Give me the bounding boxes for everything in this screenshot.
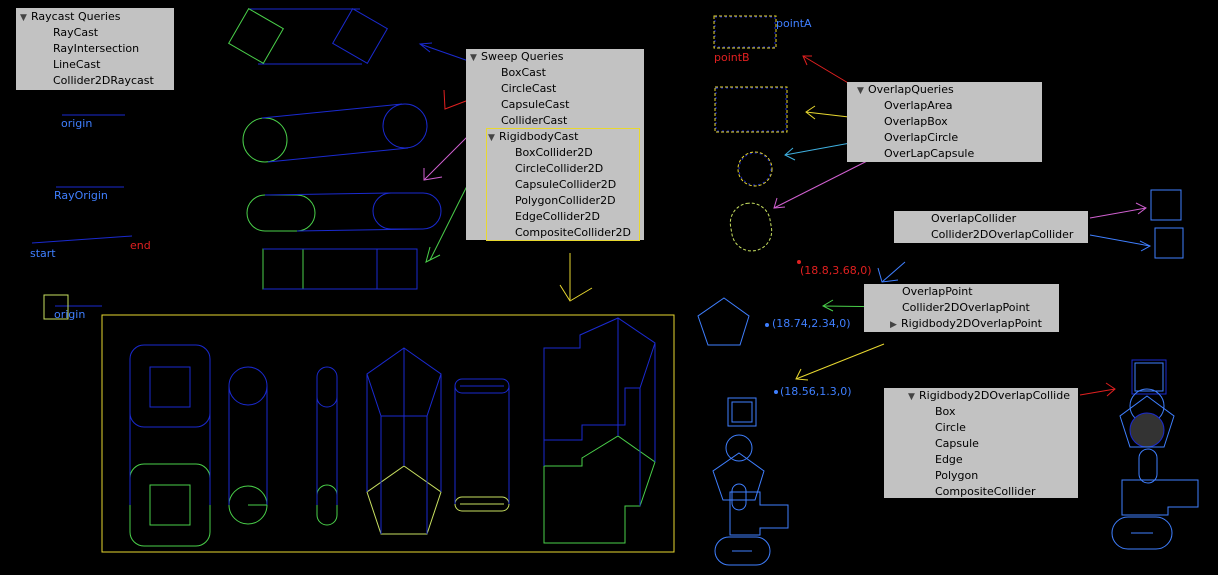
overlap-item[interactable]: OverlapBox: [884, 115, 948, 128]
point-a-label: pointA: [776, 17, 812, 30]
rb-overlap-collide-title: Rigidbody2DOverlapCollide: [919, 389, 1070, 402]
overlap-item[interactable]: OverlapArea: [884, 99, 953, 112]
rigidbodycast-highlight: [486, 128, 640, 241]
rigidbodycast-item[interactable]: PolygonCollider2D: [515, 194, 616, 207]
rb-overlap-right-shapes: [1111, 359, 1199, 550]
down-arrow-yellow: [559, 253, 593, 302]
overlap-collider-panel: OverlapCollider Collider2DOverlapCollide…: [894, 211, 1088, 243]
raycast-lines: [31, 114, 133, 320]
rb-overlap-point-label: Rigidbody2DOverlapPoint: [901, 317, 1042, 330]
ray-origin-label: RayOrigin: [54, 189, 108, 202]
rb-overlap-item[interactable]: Box: [935, 405, 956, 418]
end-label: end: [130, 239, 151, 252]
rigidbodycast-item[interactable]: CapsuleCollider2D: [515, 178, 617, 191]
expand-triangle-icon: ▼: [470, 53, 477, 63]
overlap-point-item[interactable]: OverlapPoint: [902, 285, 973, 298]
expand-triangle-icon: ▼: [20, 13, 27, 23]
rb-overlap-item[interactable]: Capsule: [935, 437, 979, 450]
raycast-item[interactable]: LineCast: [53, 58, 101, 71]
overlap-area-shapes: [713, 15, 788, 252]
overlap-collider-item[interactable]: Collider2DOverlapCollider: [931, 228, 1074, 241]
overlap-queries-title: OverlapQueries: [868, 83, 954, 96]
boxcast-shapes: [227, 7, 389, 65]
overlap-item[interactable]: OverLapCapsule: [884, 147, 975, 160]
sweep-queries-panel: ▼ Sweep Queries BoxCast CircleCast Capsul…: [466, 49, 644, 240]
coord-label-2: (18.74,2.34,0): [772, 317, 851, 330]
expand-triangle-icon: ▼: [488, 133, 495, 143]
rb-overlap-left-shapes: [712, 397, 789, 566]
origin-label: origin: [61, 117, 93, 130]
rb-overlap-collide-header[interactable]: ▼ Rigidbody2DOverlapCollide: [884, 388, 1078, 404]
overlap-collider-item[interactable]: OverlapCollider: [931, 212, 1017, 225]
collapsed-triangle-icon: ▶: [890, 320, 897, 330]
rigidbodycast-item[interactable]: CircleCollider2D: [515, 162, 604, 175]
circlecast-shapes: [242, 103, 428, 163]
rigidbodycast-frame: [101, 314, 675, 553]
rigidbodycast-item[interactable]: BoxCollider2D: [515, 146, 593, 159]
raycast-queries-title: Raycast Queries: [31, 10, 121, 23]
overlap-point-item[interactable]: Collider2DOverlapPoint: [902, 301, 1030, 314]
rigidbodycast-shapes: [129, 317, 656, 547]
overlap-item[interactable]: OverlapCircle: [884, 131, 959, 144]
overlap-queries-header[interactable]: ▼ OverlapQueries: [847, 82, 1042, 98]
raycast-item[interactable]: RayIntersection: [53, 42, 140, 55]
overlap-point-panel: OverlapPoint Collider2DOverlapPoint ▶ Rig…: [864, 284, 1059, 332]
rb-overlap-collide-panel: ▼ Rigidbody2DOverlapCollide Box Circle Ca…: [884, 388, 1078, 498]
point-b-label: pointB: [714, 51, 750, 64]
expand-triangle-icon: ▼: [857, 86, 864, 96]
sweep-item[interactable]: ColliderCast: [501, 114, 568, 127]
coord-label-3: (18.56,1.3,0): [780, 385, 852, 398]
raycast-item[interactable]: RayCast: [53, 26, 99, 39]
collidercast-shapes: [262, 248, 418, 290]
capsulecast-shapes: [246, 192, 442, 232]
start-label: start: [30, 247, 56, 260]
raycast-queries-header[interactable]: ▼ Raycast Queries: [16, 9, 174, 25]
sweep-item[interactable]: CircleCast: [501, 82, 557, 95]
sweep-item[interactable]: BoxCast: [501, 66, 546, 79]
sweep-item[interactable]: CapsuleCast: [501, 98, 570, 111]
overlap-point-shapes: [697, 260, 906, 394]
overlap-collider-targets: [1150, 189, 1184, 259]
raycast-queries-panel: ▼ Raycast Queries RayCast RayIntersection…: [16, 8, 174, 90]
rb-overlap-item[interactable]: CompositeCollider: [935, 485, 1036, 498]
coord-label-1: (18.8,3.68,0): [800, 264, 872, 277]
raycast-item[interactable]: Collider2DRaycast: [53, 74, 154, 87]
rb-overlap-item[interactable]: Circle: [935, 421, 966, 434]
rb-overlap-arrow: [1079, 382, 1116, 397]
overlap-queries-panel: ▼ OverlapQueries OverlapArea OverlapBox O…: [847, 82, 1042, 162]
rigidbodycast-title: RigidbodyCast: [499, 130, 579, 143]
rigidbodycast-item[interactable]: CompositeCollider2D: [515, 226, 632, 239]
rigidbodycast-item[interactable]: EdgeCollider2D: [515, 210, 601, 223]
expand-triangle-icon: ▼: [908, 392, 915, 402]
sweep-queries-title: Sweep Queries: [481, 50, 564, 63]
sweep-queries-header[interactable]: ▼ Sweep Queries: [466, 49, 644, 65]
rb-overlap-item[interactable]: Polygon: [935, 469, 979, 482]
rb-overlap-point-header[interactable]: ▶ Rigidbody2DOverlapPoint: [864, 316, 1059, 332]
rigidbodycast-header[interactable]: ▼ RigidbodyCast: [466, 129, 644, 145]
rb-overlap-item[interactable]: Edge: [935, 453, 963, 466]
origin-label-2: origin: [54, 308, 86, 321]
